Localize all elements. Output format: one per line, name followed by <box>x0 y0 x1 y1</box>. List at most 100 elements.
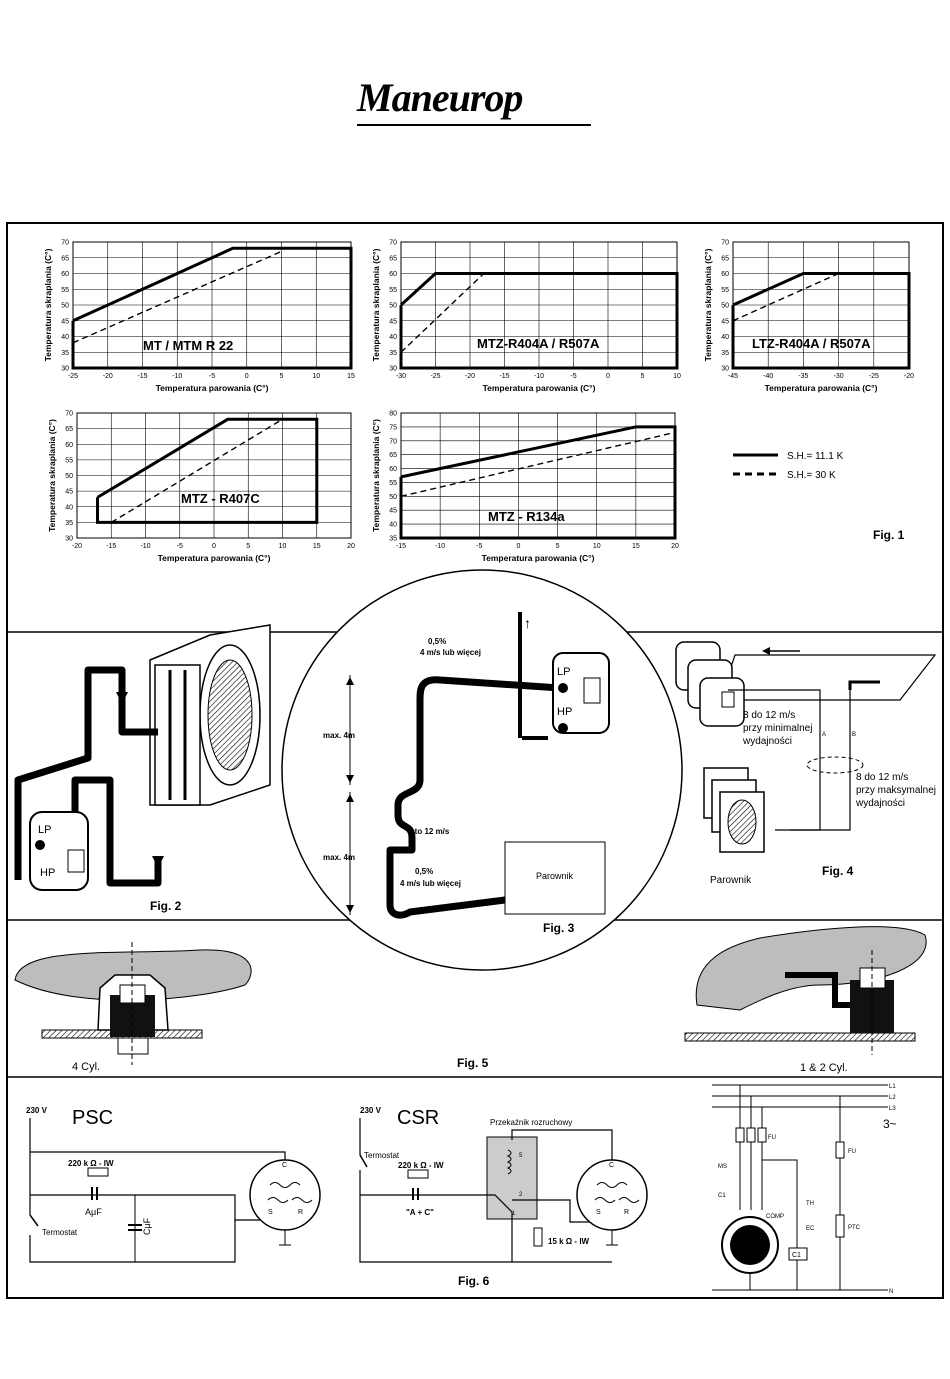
fig4-note2-l1: 8 do 12 m/s <box>856 772 908 783</box>
fig4-evaporator <box>703 767 765 853</box>
chart-0-xtick-label: 15 <box>347 373 355 380</box>
ptc-label: PTC <box>848 1225 861 1231</box>
logo-text: Maneurop <box>357 75 523 120</box>
psc-resistor: 220 k Ω - IW <box>68 1159 114 1168</box>
ms-label: MS <box>718 1164 727 1170</box>
chart-2-xtick-label: -25 <box>869 373 879 380</box>
chart-0-ytick-label: 60 <box>61 271 69 278</box>
fig2-hp: HP <box>40 867 55 879</box>
fig2-caption: Fig. 2 <box>150 899 182 913</box>
fig1-caption: Fig. 1 <box>873 528 905 542</box>
chart-4-ytick-label: 60 <box>389 466 397 473</box>
chart-3-xtick-label: -10 <box>140 543 150 550</box>
chart-4-xtick-label: -10 <box>435 543 445 550</box>
chart-4-ytick-label: 40 <box>389 522 397 529</box>
chart-2-ytick-label: 70 <box>721 240 729 247</box>
fig6-caption: Fig. 6 <box>458 1274 490 1288</box>
chart-3-ytick-label: 60 <box>65 442 73 449</box>
chart-4-ylabel: Temperatura skraplania (C°) <box>371 419 381 532</box>
fig4-note1-l1: 8 do 12 m/s <box>743 710 795 721</box>
fig2-lp: LP <box>38 824 51 836</box>
psc-cap2: CμF <box>142 1217 152 1235</box>
chart-0-xtick-label: -15 <box>137 373 147 380</box>
fig2-condenser <box>149 624 271 806</box>
chart-2-ytick-label: 45 <box>721 318 729 325</box>
chart-0-xlabel: Temperatura parowania (C°) <box>156 383 269 393</box>
chart-3-xtick-label: -20 <box>72 543 82 550</box>
chart-2-ytick-label: 35 <box>721 350 729 357</box>
chart-0-ytick-label: 70 <box>61 240 69 247</box>
psc-cap1: AμF <box>85 1207 102 1217</box>
csr-relay: Przekaźnik rozruchowy <box>490 1118 572 1127</box>
chart-4-ytick-label: 65 <box>389 452 397 459</box>
chart-0-xtick-label: -20 <box>103 373 113 380</box>
maneurop-logo: Maneurop <box>357 74 593 134</box>
legend-dashed-label: S.H.= 30 K <box>787 470 836 481</box>
chart-2-ytick-label: 40 <box>721 334 729 341</box>
fig4-b: B <box>852 732 856 738</box>
chart-2-xtick-label: -35 <box>798 373 808 380</box>
fig4-note1-l3: wydajności <box>742 736 792 747</box>
csr-c: C <box>609 1162 614 1169</box>
chart-3-xlabel: Temperatura parowania (C°) <box>158 553 271 563</box>
chart-4-ytick-label: 45 <box>389 508 397 515</box>
fig5-right-base <box>695 926 927 1011</box>
chart-0-ytick-label: 45 <box>61 318 69 325</box>
chart-4-ytick-label: 35 <box>389 536 397 543</box>
chart-1-xlabel: Temperatura parowania (C°) <box>483 383 596 393</box>
chart-1-ytick-label: 35 <box>389 350 397 357</box>
chart-1-ytick-label: 55 <box>389 287 397 294</box>
csr-thermostat: Termostat <box>364 1151 400 1160</box>
chart-3-ytick-label: 45 <box>65 489 73 496</box>
chart-0-ytick-label: 30 <box>61 366 69 373</box>
chart-0-ytick-label: 55 <box>61 287 69 294</box>
chart-2-ytick-label: 50 <box>721 303 729 310</box>
chart-3-series-dashed <box>110 418 283 523</box>
fu-label: FU <box>768 1135 776 1141</box>
fig3-circle <box>281 569 683 971</box>
fig5-left-label: 4 Cyl. <box>72 1061 100 1073</box>
chart-2-ytick-label: 60 <box>721 271 729 278</box>
chart-1-xtick-label: 5 <box>641 373 645 380</box>
chart-2-series-dashed <box>732 272 839 322</box>
fig6-csr: 230 V CSR Przekaźnik rozruchowy 5 2 1 Te… <box>359 1106 648 1288</box>
fig3-max1: max. 4m <box>323 731 355 740</box>
chart-0-xtick-label: 0 <box>245 373 249 380</box>
psc-thermostat: Termostat <box>42 1228 78 1237</box>
chart-3-title: MTZ - R407C <box>181 491 260 506</box>
chart-1-ytick-label: 40 <box>389 334 397 341</box>
csr-p5: 5 <box>519 1153 523 1159</box>
fig3-speed-mid: 8 to 12 m/s <box>408 827 450 836</box>
logo-underline <box>357 124 591 126</box>
chart-2-xtick-label: -40 <box>763 373 773 380</box>
fu2-label: FU <box>848 1149 856 1155</box>
chart-0-title: MT / MTM R 22 <box>143 338 233 353</box>
chart-0-xtick-label: -25 <box>68 373 78 380</box>
fig4-note1-l2: przy minimalnej <box>743 723 812 734</box>
chart-0-ytick-label: 35 <box>61 350 69 357</box>
chart-3-ytick-label: 40 <box>65 504 73 511</box>
chart-3-xtick-label: 10 <box>279 543 287 550</box>
psc-motor <box>249 1159 321 1231</box>
sheet-frame <box>6 222 944 1299</box>
chart-1-xtick-label: -15 <box>499 373 509 380</box>
chart-2-xlabel: Temperatura parowania (C°) <box>765 383 878 393</box>
chart-3-ytick-label: 70 <box>65 411 73 418</box>
l3-label: L3 <box>889 1106 896 1112</box>
fig3-evaporator <box>504 841 606 915</box>
chart-3-ytick-label: 65 <box>65 426 73 433</box>
fig3-evaporator-label: Parownik <box>536 871 574 881</box>
fig4-evaporator-label: Parownik <box>710 875 752 886</box>
chart-0-ytick-label: 50 <box>61 303 69 310</box>
chart-1-ytick-label: 50 <box>389 303 397 310</box>
fig4-note2-l3: wydajności <box>855 798 905 809</box>
csr-p2: 2 <box>519 1192 523 1198</box>
chart-1-ylabel: Temperatura skraplania (C°) <box>371 248 381 361</box>
chart-3-xtick-label: 15 <box>313 543 321 550</box>
csr-motor <box>576 1159 648 1231</box>
chart-3-ytick-label: 50 <box>65 473 73 480</box>
chart-1-xtick-label: -5 <box>570 373 576 380</box>
chart-4-xtick-label: -5 <box>476 543 482 550</box>
comp-label: COMP <box>766 1214 784 1220</box>
